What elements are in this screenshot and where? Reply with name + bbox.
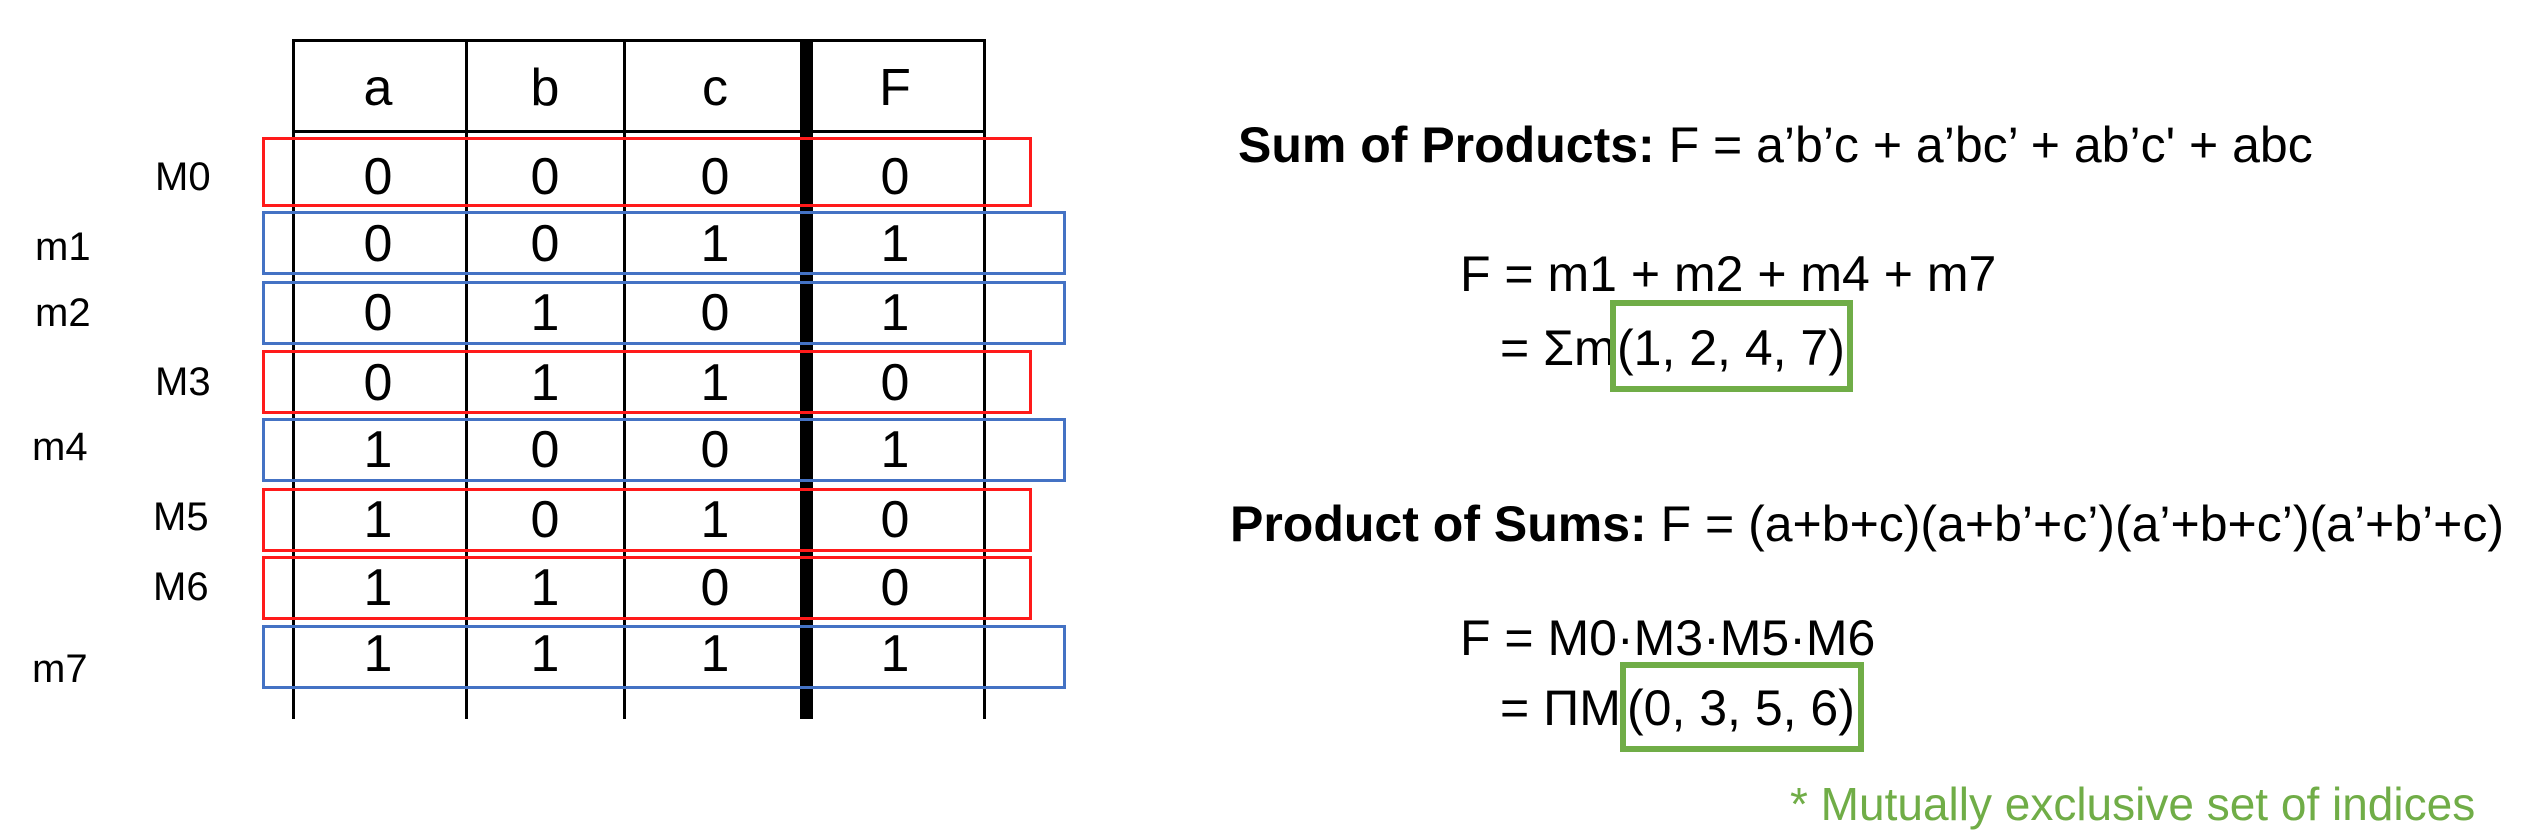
cell-b: 0 bbox=[530, 491, 560, 549]
row-label-m2: m2 bbox=[35, 291, 91, 335]
cell-c: 0 bbox=[700, 284, 730, 342]
minterm-row-box bbox=[262, 625, 1066, 689]
cell-a: 0 bbox=[363, 354, 393, 412]
pos-pi-prefix: = ΠM bbox=[1500, 680, 1621, 736]
row-label-m7: m7 bbox=[32, 647, 88, 691]
row-label-m6: M6 bbox=[153, 565, 209, 609]
footnote: * Mutually exclusive set of indices bbox=[1790, 778, 2476, 830]
minterm-row-box bbox=[262, 418, 1066, 482]
table-vline bbox=[983, 39, 986, 719]
minterm-row-box bbox=[262, 281, 1066, 345]
sop-heading: Sum of Products: bbox=[1238, 117, 1655, 173]
column-header-b: b bbox=[530, 59, 560, 117]
pos-heading: Product of Sums: bbox=[1230, 496, 1647, 552]
row-label-m1: m1 bbox=[35, 225, 91, 269]
cell-c: 0 bbox=[700, 148, 730, 206]
cell-f: 1 bbox=[880, 215, 910, 273]
pos-formula: F = (a+b+c)(a+b’+c’)(a’+b+c’)(a’+b’+c) bbox=[1646, 496, 2505, 552]
sop-expression: Sum of Products: F = a’b’c + a’bc’ + ab’… bbox=[1238, 115, 2313, 175]
cell-f: 0 bbox=[880, 354, 910, 412]
cell-f: 1 bbox=[880, 284, 910, 342]
cell-a: 0 bbox=[363, 148, 393, 206]
cell-a: 1 bbox=[363, 625, 393, 683]
pos-indices: (0, 3, 5, 6) bbox=[1627, 680, 1855, 736]
row-label-m4: m4 bbox=[32, 425, 88, 469]
cell-b: 0 bbox=[530, 148, 560, 206]
cell-c: 1 bbox=[700, 491, 730, 549]
cell-f: 1 bbox=[880, 421, 910, 479]
pos-expression: Product of Sums: F = (a+b+c)(a+b’+c’)(a’… bbox=[1230, 494, 2504, 554]
cell-a: 1 bbox=[363, 491, 393, 549]
table-top-border bbox=[292, 39, 986, 42]
cell-f: 0 bbox=[880, 491, 910, 549]
sop-indices-highlight bbox=[1610, 300, 1853, 392]
maxterm-row-box bbox=[262, 137, 1032, 207]
column-header-f: F bbox=[879, 59, 911, 117]
cell-b: 1 bbox=[530, 284, 560, 342]
cell-b: 1 bbox=[530, 625, 560, 683]
cell-c: 0 bbox=[700, 421, 730, 479]
cell-f: 1 bbox=[880, 625, 910, 683]
cell-f: 0 bbox=[880, 148, 910, 206]
column-header-c: c bbox=[702, 59, 728, 117]
maxterm-row-box bbox=[262, 488, 1032, 552]
table-vline bbox=[292, 39, 295, 719]
sop-formula: F = a’b’c + a’bc’ + ab’c' + abc bbox=[1654, 117, 2313, 173]
table-header-border bbox=[292, 130, 986, 133]
cell-b: 1 bbox=[530, 354, 560, 412]
cell-c: 1 bbox=[700, 215, 730, 273]
column-header-a: a bbox=[363, 59, 393, 117]
table-vline bbox=[465, 39, 468, 719]
maxterm-row-box bbox=[262, 350, 1032, 414]
cell-c: 1 bbox=[700, 625, 730, 683]
row-label-m3: M3 bbox=[155, 360, 211, 404]
sop-indices: (1, 2, 4, 7) bbox=[1617, 320, 1845, 376]
row-label-m0: M0 bbox=[155, 155, 211, 199]
cell-c: 1 bbox=[700, 354, 730, 412]
cell-a: 0 bbox=[363, 215, 393, 273]
sop-sigma-prefix: = Σm bbox=[1500, 320, 1616, 376]
minterm-row-box bbox=[262, 211, 1066, 275]
sop-minterm-sum: F = m1 + m2 + m4 + m7 bbox=[1460, 246, 1997, 302]
cell-b: 0 bbox=[530, 421, 560, 479]
table-vline bbox=[623, 39, 626, 719]
cell-c: 0 bbox=[700, 559, 730, 617]
pos-indices-highlight bbox=[1620, 662, 1864, 752]
maxterm-row-box bbox=[262, 556, 1032, 620]
cell-a: 0 bbox=[363, 284, 393, 342]
row-label-m5: M5 bbox=[153, 495, 209, 539]
cell-a: 1 bbox=[363, 559, 393, 617]
pos-maxterm-product: F = M0·M3·M5·M6 bbox=[1460, 610, 1876, 666]
cell-f: 0 bbox=[880, 559, 910, 617]
cell-b: 0 bbox=[530, 215, 560, 273]
cell-b: 1 bbox=[530, 559, 560, 617]
cell-a: 1 bbox=[363, 421, 393, 479]
